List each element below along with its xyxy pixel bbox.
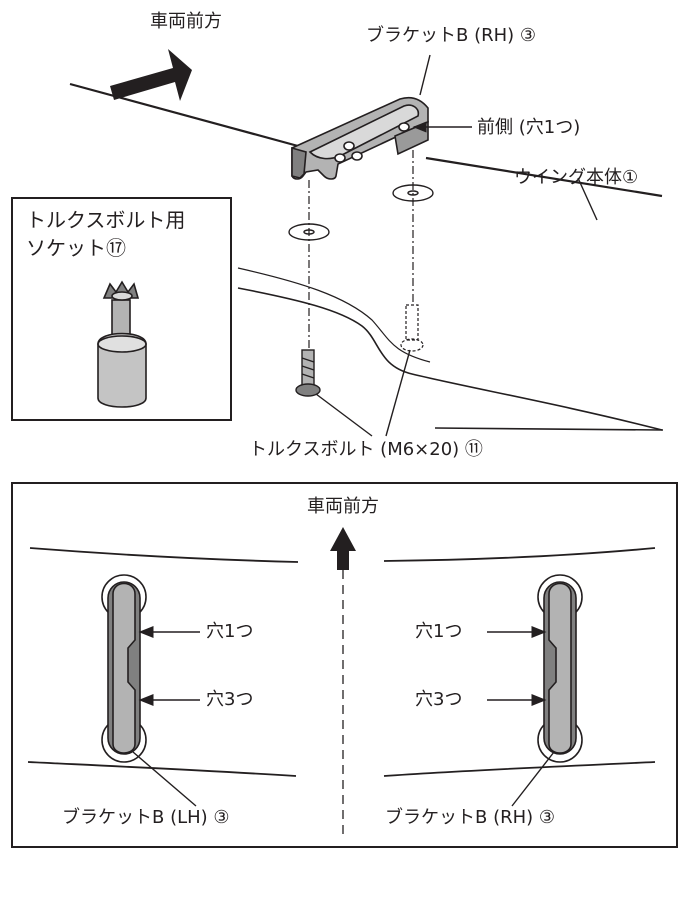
torx-bolt-leaders [315,349,411,437]
bracket-lh-top-view [101,574,147,763]
front-direction-label: 車両前方 [150,11,222,32]
torx-socket-inset [11,197,232,421]
torx-bolt-label: トルクスボルト (M6×20) ⑪ [249,439,483,460]
washer-icon [288,184,434,241]
front-direction-arrow-icon [330,527,356,570]
left-hole-one-label: 穴1つ [206,621,254,642]
right-hole-one-label: 穴1つ [415,621,463,642]
right-hole-three-label: 穴3つ [415,689,463,710]
wing-body-outline [69,82,664,431]
torx-bolt-left-icon [295,349,321,397]
bracket-rh-top-view [537,574,583,763]
bottom-figure-frame [11,482,678,848]
bracket-rh-bottom-label: ブラケットB (RH) ③ [385,807,556,828]
bracket-rh-label: ブラケットB (RH) ③ [366,25,537,46]
bracket-rh-leader [419,54,431,96]
torx-socket-icon [97,280,147,408]
torx-bolt-right-icon [400,304,424,352]
wing-body-label: ウイング本体① [514,167,639,188]
center-lines [308,150,414,350]
torx-socket-label-line1: トルクスボルト用 [26,208,186,232]
left-hole-three-label: 穴3つ [206,689,254,710]
torx-socket-label-line2: ソケット⑰ [26,236,126,260]
hole-arrows [138,626,547,706]
bracket-rh-3d [291,96,429,180]
bracket-label-leaders [132,751,555,807]
front-direction-arrow-icon [110,49,192,101]
bottom-front-direction-label: 車両前方 [307,496,379,517]
bottom-wing-edges [27,547,656,777]
front-side-hole-label: 前側 (穴1つ) [477,117,581,138]
bracket-lh-label: ブラケットB (LH) ③ [62,807,230,828]
